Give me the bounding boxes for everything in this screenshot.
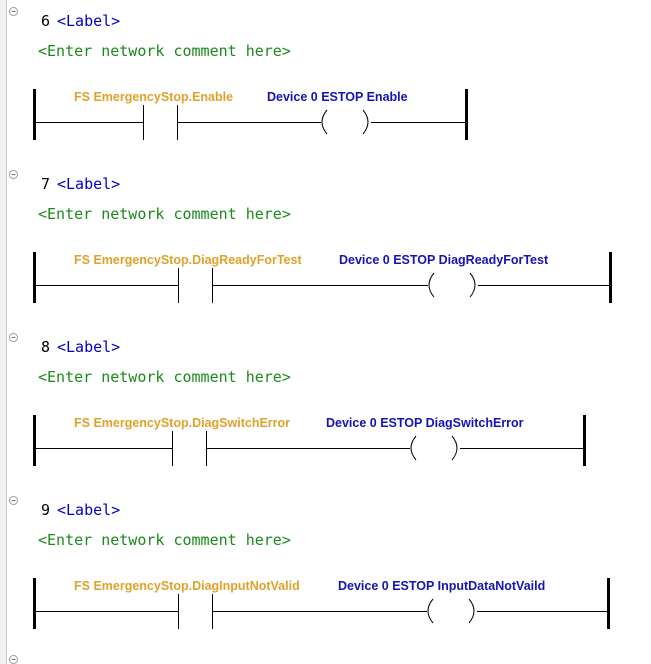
output-coil[interactable] — [425, 597, 481, 625]
network-label[interactable]: <Label> — [57, 501, 121, 519]
contact-variable[interactable]: FS EmergencyStop.Enable — [74, 90, 234, 104]
collapse-network-icon[interactable]: − — [9, 496, 18, 505]
rung-wire — [177, 122, 321, 123]
rung-wire — [206, 448, 410, 449]
collapse-network-icon[interactable]: − — [9, 7, 18, 16]
right-power-rail — [465, 89, 468, 140]
contact-variable[interactable]: FS EmergencyStop.DiagInputNotValid — [74, 579, 300, 593]
coil-variable[interactable]: Device 0 ESTOP DiagReadyForTest — [339, 253, 549, 267]
coil-variable[interactable]: Device 0 ESTOP InputDataNotVaild — [338, 579, 546, 593]
network-comment[interactable]: <Enter network comment here> — [38, 531, 291, 549]
network-6: − 6 <Label> <Enter network comment here>… — [0, 0, 651, 163]
network-number: 7 — [41, 175, 51, 193]
left-power-rail — [33, 578, 36, 629]
right-power-rail — [607, 578, 610, 629]
contact-variable[interactable]: FS EmergencyStop.DiagSwitchError — [74, 416, 291, 430]
rung-wire — [477, 611, 607, 612]
output-coil[interactable] — [319, 108, 375, 136]
left-power-rail — [33, 415, 36, 466]
editor-gutter — [0, 0, 7, 664]
collapse-network-icon[interactable]: − — [9, 170, 18, 179]
rung-wire — [478, 285, 609, 286]
rung-wire — [36, 611, 179, 612]
network-number: 8 — [41, 338, 51, 356]
left-power-rail — [33, 252, 36, 303]
coil-variable[interactable]: Device 0 ESTOP Enable — [267, 90, 408, 104]
no-contact[interactable] — [178, 594, 214, 629]
no-contact[interactable] — [178, 268, 214, 303]
network-comment[interactable]: <Enter network comment here> — [38, 368, 291, 386]
network-label[interactable]: <Label> — [57, 12, 121, 30]
rung-wire — [36, 285, 179, 286]
rung-wire — [36, 122, 144, 123]
contact-variable[interactable]: FS EmergencyStop.DiagReadyForTest — [74, 253, 302, 267]
network-number: 6 — [41, 12, 51, 30]
network-number: 9 — [41, 501, 51, 519]
network-label[interactable]: <Label> — [57, 338, 121, 356]
network-9: − 9 <Label> <Enter network comment here>… — [0, 489, 651, 652]
right-power-rail — [609, 252, 612, 303]
network-7: − 7 <Label> <Enter network comment here>… — [0, 163, 651, 326]
no-contact[interactable] — [143, 105, 179, 140]
network-8: − 8 <Label> <Enter network comment here>… — [0, 326, 651, 489]
left-power-rail — [33, 89, 36, 140]
collapse-network-icon[interactable]: − — [9, 655, 18, 664]
rung-wire — [371, 122, 465, 123]
network-label[interactable]: <Label> — [57, 175, 121, 193]
right-power-rail — [583, 415, 586, 466]
coil-variable[interactable]: Device 0 ESTOP DiagSwitchError — [326, 416, 524, 430]
rung-wire — [212, 285, 428, 286]
no-contact[interactable] — [172, 431, 208, 466]
network-comment[interactable]: <Enter network comment here> — [38, 205, 291, 223]
network-comment[interactable]: <Enter network comment here> — [38, 42, 291, 60]
rung-wire — [460, 448, 583, 449]
rung-wire — [36, 448, 173, 449]
output-coil[interactable] — [408, 434, 464, 462]
output-coil[interactable] — [426, 271, 482, 299]
rung-wire — [212, 611, 427, 612]
collapse-network-icon[interactable]: − — [9, 333, 18, 342]
